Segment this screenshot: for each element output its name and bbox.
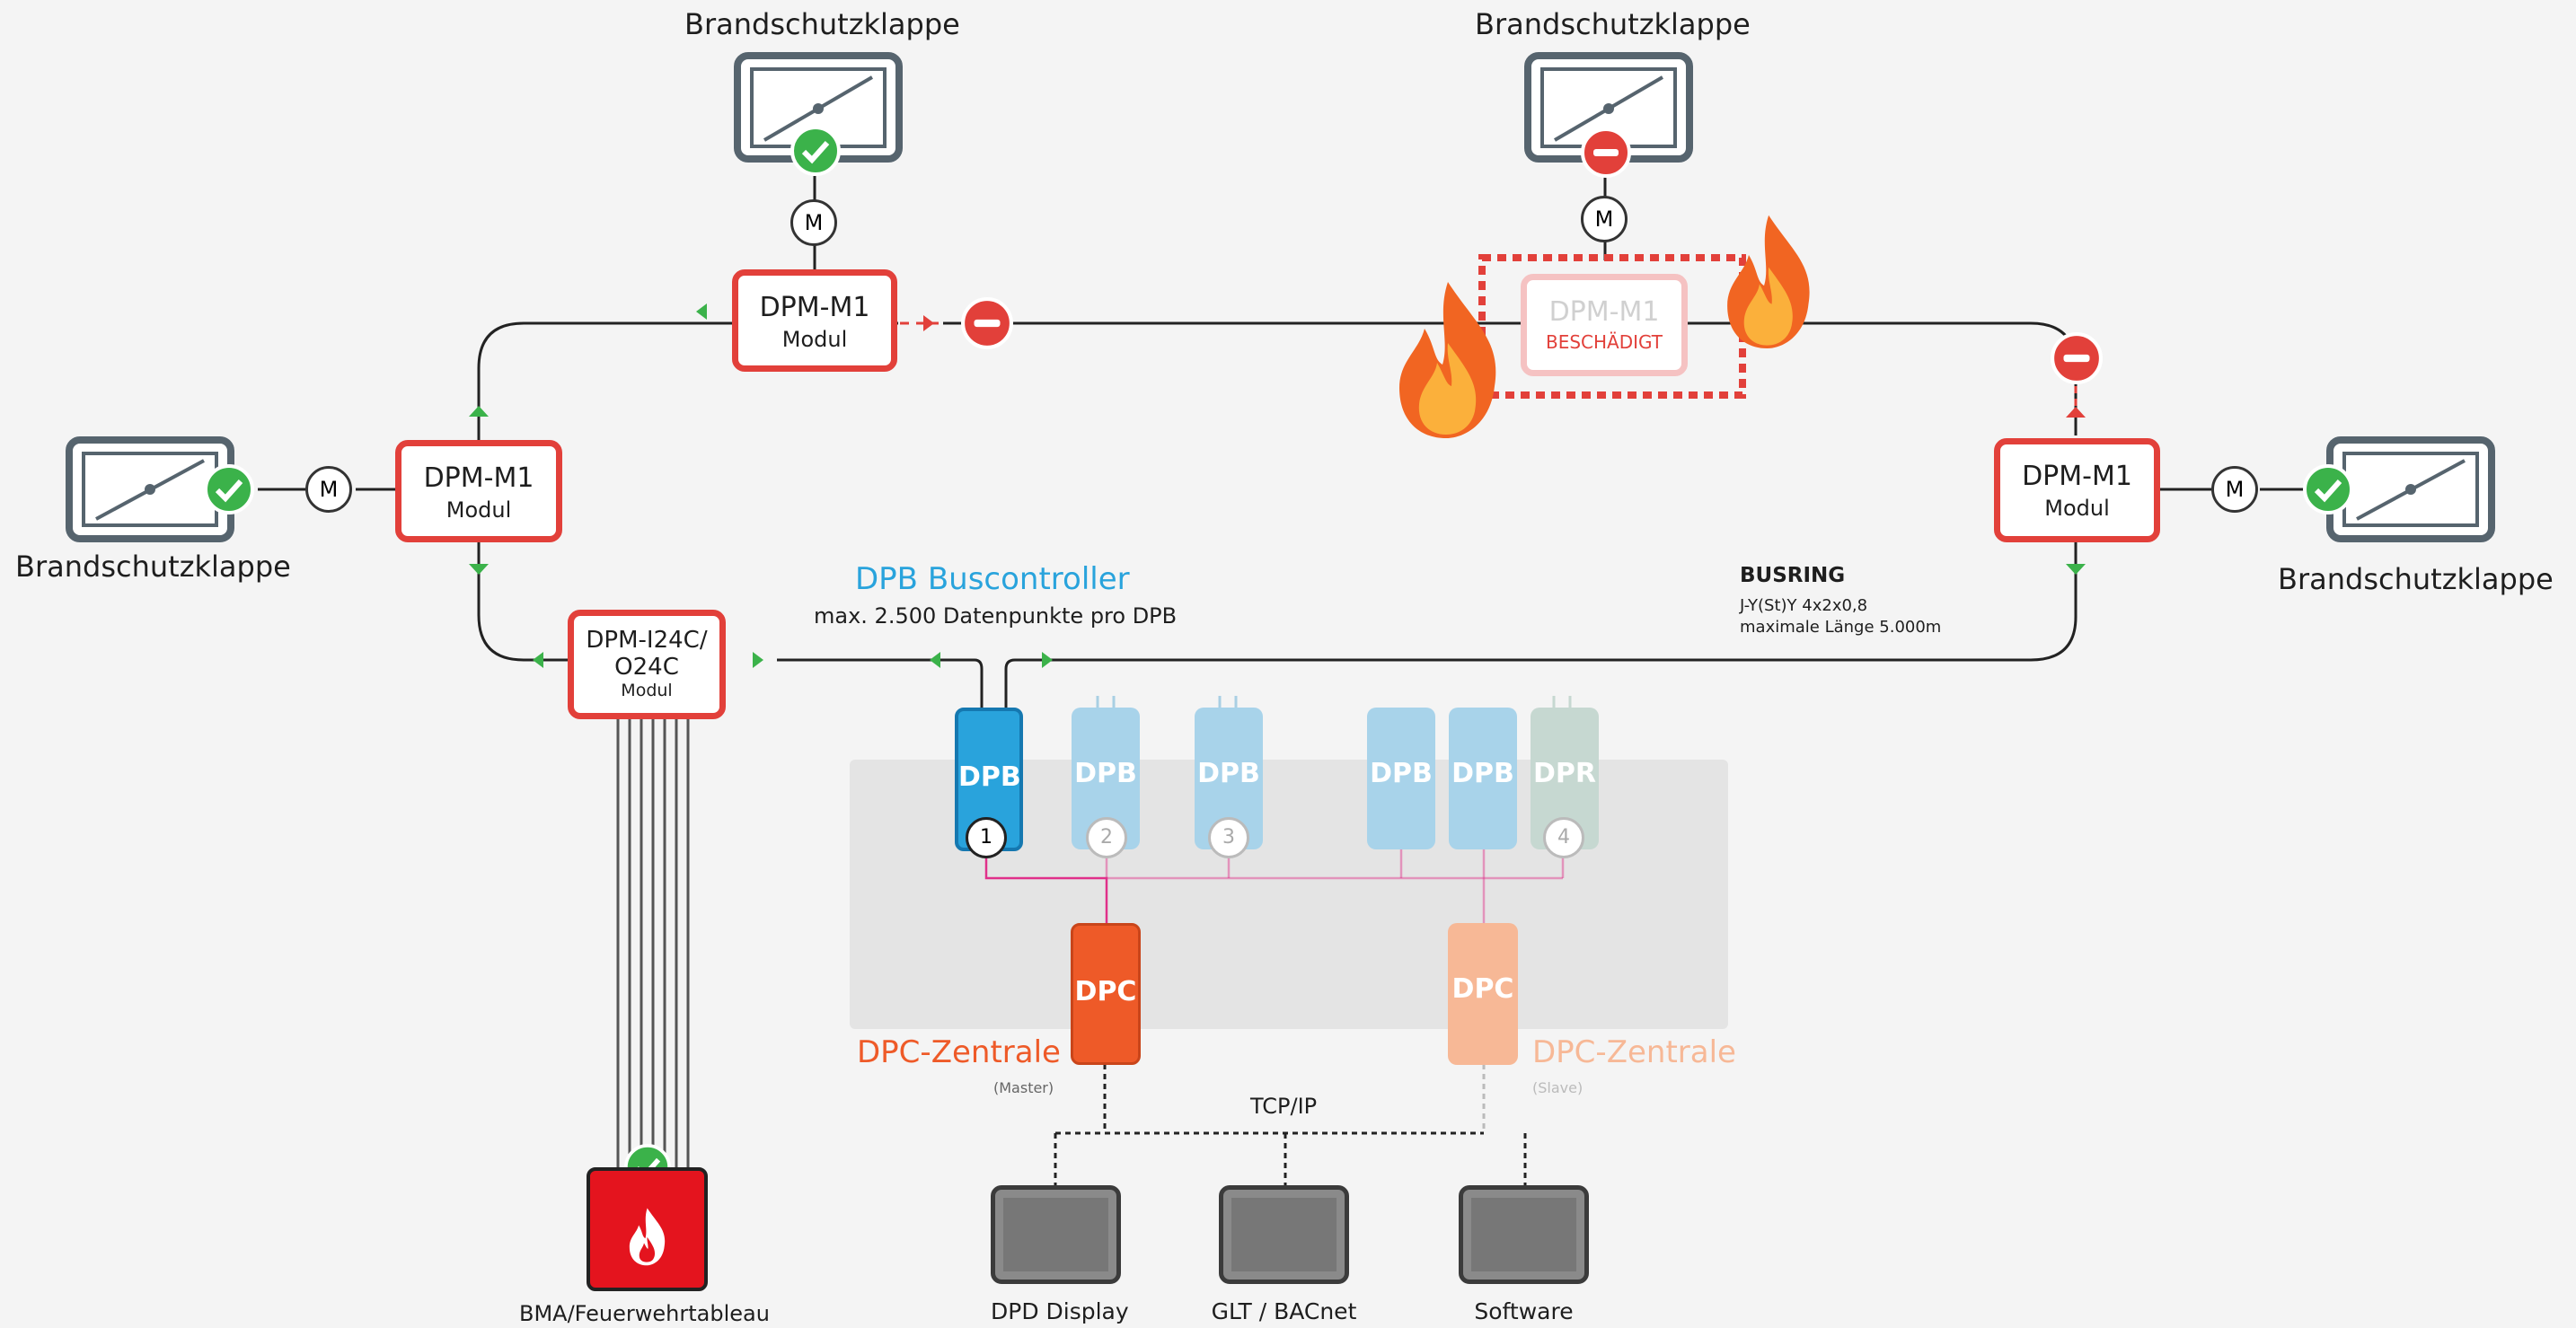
dpc-label: DPC — [1451, 973, 1514, 1005]
module-subtitle: Modul — [781, 327, 848, 352]
dpc-master-unit: DPC — [1071, 923, 1141, 1065]
module-damaged: DPM-M1 BESCHÄDIGT — [1521, 274, 1688, 376]
module-title: DPM-M1 — [423, 462, 534, 494]
module-title: DPM-M1 — [2022, 461, 2132, 492]
dpb-number: 1 — [966, 817, 1007, 858]
damper-left — [66, 436, 234, 542]
flow-arrows — [469, 303, 2086, 668]
module-io: DPM-I24C/ O24C Modul — [568, 610, 726, 719]
dpb-label: DPB — [1451, 758, 1514, 789]
module-subtitle: Modul — [2044, 496, 2110, 521]
fire-icon — [1727, 215, 1810, 349]
dpc-slave-title: DPC-Zentrale — [1532, 1034, 1736, 1070]
motor-icon: M — [790, 199, 837, 246]
bma-panel — [587, 1167, 708, 1291]
module-title-line2: O24C — [614, 654, 679, 681]
module-right: DPM-M1 Modul — [1994, 438, 2160, 542]
dpd-display-device — [991, 1185, 1121, 1284]
damper-label-right: Brandschutzklappe — [2278, 562, 2554, 596]
module-top-left: DPM-M1 Modul — [732, 269, 897, 372]
buscontroller-subtitle: max. 2.500 Datenpunkte pro DPB — [814, 603, 1178, 629]
bma-label: BMA/Feuerwehrtableau — [519, 1301, 770, 1326]
software-device — [1459, 1185, 1589, 1284]
motor-icon: M — [2211, 466, 2258, 513]
module-title: DPM-M1 — [1548, 296, 1660, 328]
busring-title: BUSRING — [1740, 564, 1846, 587]
damaged-status: BESCHÄDIGT — [1545, 331, 1663, 353]
damper-right — [2326, 436, 2495, 542]
dpc-slave-unit: DPC — [1448, 923, 1518, 1065]
module-subtitle: Modul — [621, 681, 673, 700]
tcpip-lines — [1054, 1064, 1527, 1185]
fire-icon — [629, 1208, 666, 1266]
fire-icon — [1399, 282, 1496, 438]
dpc-master-title: DPC-Zentrale — [857, 1034, 1061, 1070]
dpc-slave-subtitle: (Slave) — [1532, 1079, 1584, 1096]
check-icon — [2303, 464, 2353, 514]
damper-label-left: Brandschutzklappe — [15, 550, 291, 584]
block-icon — [2051, 332, 2103, 384]
block-icon — [961, 297, 1013, 349]
dpr-label: DPR — [1533, 758, 1596, 789]
dpb-label: DPB — [1197, 758, 1260, 789]
tcpip-label: TCP/IP — [1250, 1094, 1318, 1119]
glt-bacnet-device — [1219, 1185, 1349, 1284]
dpb-unit-inactive: DPB — [1072, 708, 1140, 849]
device-label: DPD Display — [991, 1298, 1129, 1324]
dpb-unit-inactive: DPB — [1449, 708, 1517, 849]
dpb-label: DPB — [1370, 758, 1433, 789]
dpc-label: DPC — [1074, 976, 1137, 1007]
check-icon — [204, 464, 254, 514]
module-title: DPM-M1 — [759, 292, 870, 323]
dpc-master-subtitle: (Master) — [993, 1079, 1054, 1096]
device-label: Software — [1474, 1298, 1574, 1324]
dpb-unit-inactive: DPB — [1367, 708, 1435, 849]
module-subtitle: Modul — [446, 497, 512, 523]
busring-line — [477, 321, 726, 444]
busring-cable: J-Y(St)Y 4x2x0,8 — [1740, 596, 1868, 615]
check-icon — [790, 126, 841, 176]
block-icon — [1581, 128, 1631, 178]
io-cable-bundle — [616, 717, 690, 1167]
module-title: DPM-I24C/ — [586, 627, 708, 654]
dpb-label: DPB — [1074, 758, 1137, 789]
motor-icon: M — [1581, 196, 1628, 242]
busring-length: maximale Länge 5.000m — [1740, 618, 1942, 637]
buscontroller-title: DPB Buscontroller — [855, 561, 1130, 597]
device-label: GLT / BACnet — [1211, 1298, 1357, 1324]
motor-icon: M — [305, 466, 352, 513]
module-left: DPM-M1 Modul — [395, 440, 562, 542]
dpb-label: DPB — [958, 761, 1021, 793]
dpb-number: 2 — [1086, 817, 1127, 858]
dpb-number: 3 — [1208, 817, 1249, 858]
damper-label-top-right: Brandschutzklappe — [1475, 7, 1751, 41]
damper-label-top-left: Brandschutzklappe — [684, 7, 960, 41]
dpr-number: 4 — [1543, 817, 1584, 858]
